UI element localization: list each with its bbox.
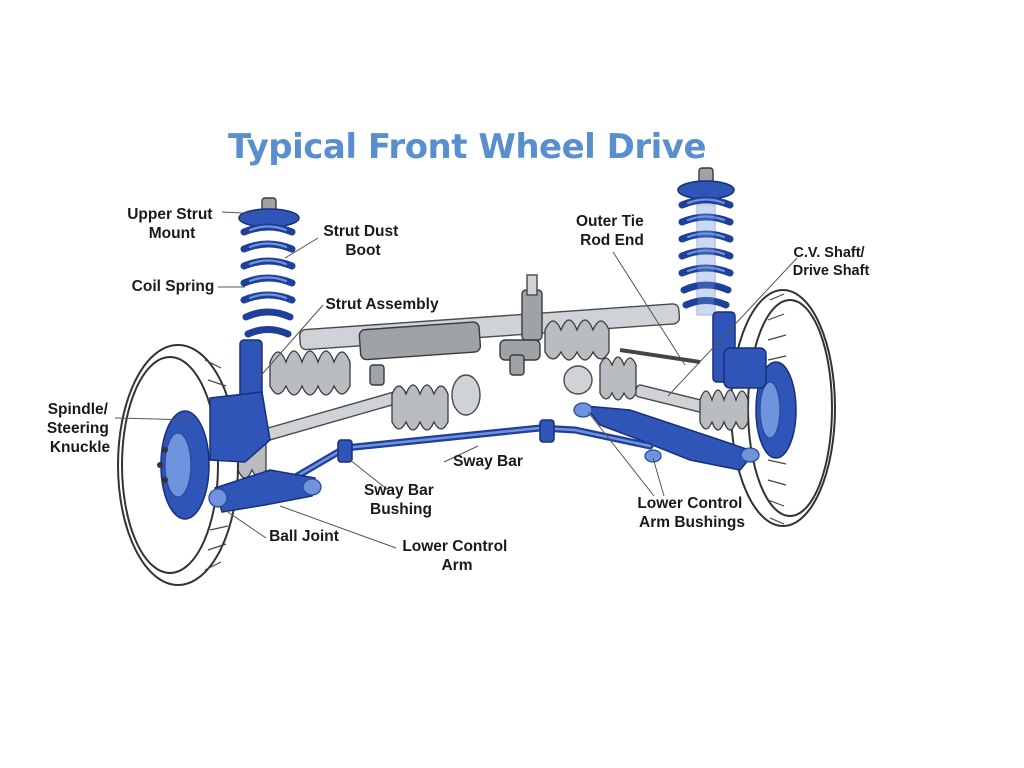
label-sway-bar-bushing: Sway Bar Bushing [364, 482, 438, 518]
leader-lines [114, 211, 798, 549]
label-outer-tie-rod-end: Outer Tie Rod End [576, 213, 648, 249]
label-spindle-steering-knuckle: Spindle/ Steering Knuckle [47, 401, 113, 456]
label-strut-dust-boot: Strut Dust Boot [323, 223, 402, 259]
sway-bar [266, 419, 654, 496]
right-lower-control-arm [573, 402, 760, 471]
label-sway-bar: Sway Bar [453, 453, 523, 470]
left-lower-control-arm [208, 469, 322, 513]
label-ball-joint: Ball Joint [269, 528, 339, 545]
right-cv-shaft [563, 356, 749, 431]
right-strut [677, 167, 767, 389]
steering-rack [269, 274, 701, 396]
label-lower-control-arm-bushings: Lower Control Arm Bushings [637, 495, 746, 531]
label-strut-assembly: Strut Assembly [325, 296, 439, 313]
label-cv-shaft-drive-shaft: C.V. Shaft/ Drive Shaft [793, 245, 870, 279]
label-lower-control-arm: Lower Control Arm [402, 538, 511, 574]
label-upper-strut-mount: Upper Strut Mount [127, 206, 217, 242]
left-strut [209, 197, 300, 463]
label-coil-spring: Coil Spring [132, 278, 215, 295]
left-wheel [117, 344, 239, 586]
diagram-title: Typical Front Wheel Drive [228, 127, 706, 167]
